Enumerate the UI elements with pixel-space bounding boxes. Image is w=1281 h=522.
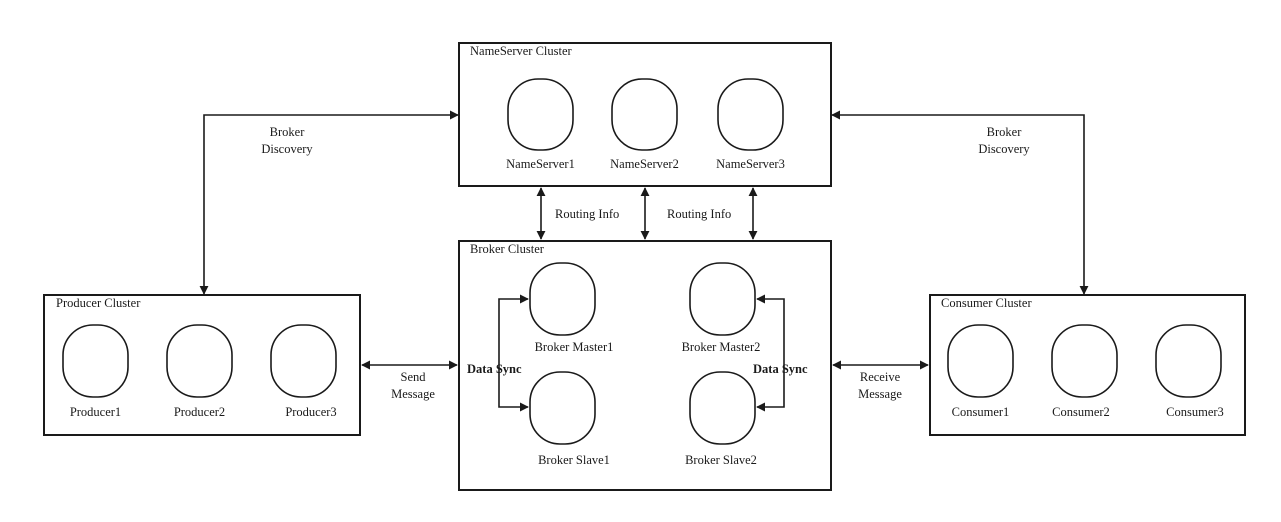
receive-message-edge: Receive Message: [832, 360, 929, 401]
node-label: NameServer1: [506, 157, 575, 171]
data-sync-label-left: Data Sync: [467, 362, 522, 376]
node-label: Producer2: [174, 405, 225, 419]
broker-discovery-right-edge: Broker Discovery: [831, 110, 1089, 295]
broker-slave-2: Broker Slave2: [685, 371, 757, 467]
node-label: Consumer3: [1166, 405, 1224, 419]
producer-node-1: Producer1: [62, 324, 129, 419]
nameserver-node-3: NameServer3: [716, 78, 785, 171]
broker-cluster-title: Broker Cluster: [470, 242, 545, 256]
nameserver-node-1: NameServer1: [506, 78, 575, 171]
node-label: Consumer1: [952, 405, 1010, 419]
node-label: NameServer2: [610, 157, 679, 171]
edge-label: Send: [401, 370, 427, 384]
edge-label: Broker: [987, 125, 1023, 139]
data-sync-label-right: Data Sync: [753, 362, 808, 376]
consumer-node-3: Consumer3: [1155, 324, 1224, 419]
edge-label: Message: [391, 387, 435, 401]
node-label: Producer1: [70, 405, 121, 419]
broker-discovery-left-edge: Broker Discovery: [199, 110, 459, 295]
nameserver-cluster-title: NameServer Cluster: [470, 44, 573, 58]
broker-slave-1: Broker Slave1: [529, 371, 610, 467]
send-message-edge: Send Message: [361, 360, 458, 401]
consumer-cluster-title: Consumer Cluster: [941, 296, 1032, 310]
routing-info-label-right: Routing Info: [667, 207, 731, 221]
routing-info-edges: Routing Info Routing Info: [536, 187, 758, 240]
node-label: Consumer2: [1052, 405, 1110, 419]
producer-node-2: Producer2: [166, 324, 233, 419]
node-label: Broker Master1: [535, 340, 614, 354]
data-sync-right-edge: Data Sync: [753, 294, 808, 412]
node-label: Producer3: [285, 405, 336, 419]
producer-node-3: Producer3: [270, 324, 337, 419]
consumer-node-1: Consumer1: [947, 324, 1014, 419]
broker-master-1: Broker Master1: [529, 262, 614, 354]
node-label: NameServer3: [716, 157, 785, 171]
consumer-node-2: Consumer2: [1051, 324, 1118, 419]
node-label: Broker Slave2: [685, 453, 757, 467]
data-sync-left-edge: Data Sync: [467, 294, 529, 412]
edge-label: Discovery: [978, 142, 1030, 156]
edge-label: Message: [858, 387, 902, 401]
routing-info-label-left: Routing Info: [555, 207, 619, 221]
broker-master-2: Broker Master2: [682, 262, 761, 354]
node-label: Broker Slave1: [538, 453, 610, 467]
nameserver-node-2: NameServer2: [610, 78, 679, 171]
edge-label: Broker: [270, 125, 306, 139]
producer-cluster-title: Producer Cluster: [56, 296, 141, 310]
edge-label: Discovery: [261, 142, 313, 156]
node-label: Broker Master2: [682, 340, 761, 354]
edge-label: Receive: [860, 370, 901, 384]
